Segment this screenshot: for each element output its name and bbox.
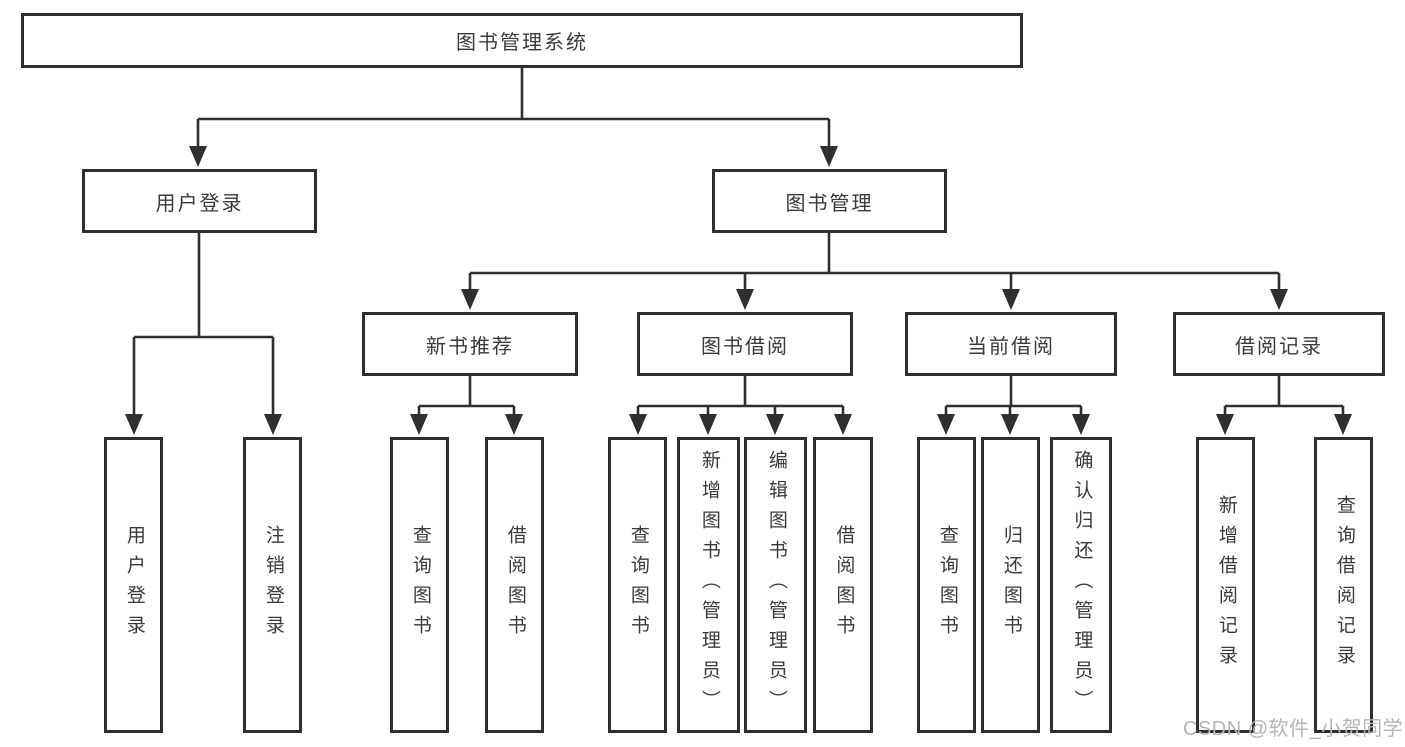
node-label: 新书推荐 [426,335,514,358]
connector-new-book-recommend-children [410,376,523,435]
connector-user-login-children [125,233,282,435]
node-current-borrowing: 当前借阅 [905,312,1117,376]
leaf-label: 查询借阅记录 [1333,495,1355,675]
node-borrowing-records: 借阅记录 [1173,312,1385,376]
node-label: 图书借阅 [701,335,789,358]
leaf-br-query-record: 查询借阅记录 [1314,437,1373,733]
leaf-label: 用户登录 [123,525,145,645]
connector-root-to-level1 [189,68,838,167]
leaf-label: 新增借阅记录 [1215,495,1237,675]
node-label: 用户登录 [155,192,244,215]
node-label: 当前借阅 [967,335,1055,358]
node-label: 图书管理系统 [456,32,588,54]
leaf-cb-confirm-return-admin: 确认归还（管理员） [1050,437,1112,733]
leaf-nbr-query-books: 查询图书 [390,437,449,733]
node-library-management-system: 图书管理系统 [21,13,1023,68]
leaf-label: 归还图书 [1000,525,1022,645]
leaf-label: 注销登录 [262,525,284,645]
connector-book-borrowing-children [629,376,852,435]
leaf-bb-edit-books-admin: 编辑图书（管理员） [744,437,807,733]
node-book-management: 图书管理 [712,169,947,233]
node-user-login: 用户登录 [82,169,317,233]
leaf-label: 确认归还（管理员） [1071,450,1093,720]
leaf-bb-query-books: 查询图书 [608,437,667,733]
leaf-bb-borrow-books: 借阅图书 [813,437,873,733]
leaf-cb-query-books: 查询图书 [917,437,976,733]
node-new-book-recommend: 新书推荐 [362,312,578,376]
leaf-cb-return-books: 归还图书 [981,437,1040,733]
connector-current-borrowing-children [937,376,1090,435]
leaf-br-add-record: 新增借阅记录 [1196,437,1255,733]
leaf-label: 查询图书 [627,525,649,645]
leaf-bb-add-books-admin: 新增图书（管理员） [677,437,740,733]
leaf-label: 查询图书 [409,525,431,645]
leaf-logout-login: 注销登录 [243,437,302,733]
connector-borrowing-records-children [1216,376,1352,435]
leaf-label: 编辑图书（管理员） [765,450,787,720]
node-label: 借阅记录 [1235,335,1323,358]
leaf-nbr-borrow-books: 借阅图书 [485,437,544,733]
leaf-label: 借阅图书 [833,525,855,645]
node-book-borrowing: 图书借阅 [637,312,853,376]
csdn-watermark: CSDN @软件_小贺同学 [1183,718,1404,740]
connector-book-management-children [461,233,1288,310]
leaf-label: 借阅图书 [504,525,526,645]
node-label: 图书管理 [785,192,874,215]
leaf-label: 查询图书 [936,525,958,645]
leaf-label: 新增图书（管理员） [698,450,720,720]
leaf-user-login: 用户登录 [104,437,163,733]
